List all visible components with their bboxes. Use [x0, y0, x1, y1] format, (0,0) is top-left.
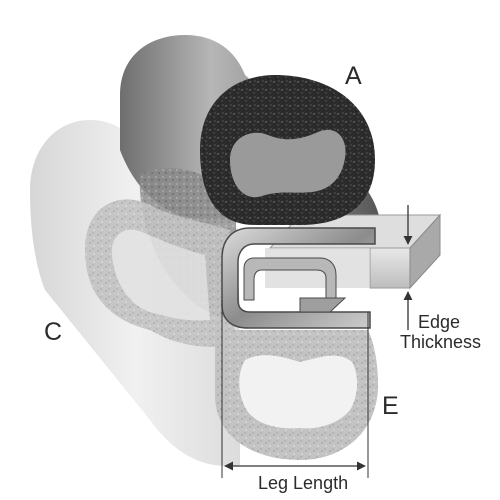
label-e: E	[382, 392, 399, 420]
label-thickness: Thickness	[400, 332, 482, 352]
leg-length-dimension	[221, 300, 369, 478]
lower-bulb-hollow	[239, 355, 358, 429]
label-c: C	[44, 318, 63, 346]
dark-bulb-hollow	[230, 129, 346, 198]
metal-u-clip	[221, 227, 376, 329]
label-a: A	[345, 62, 362, 90]
panel-edge	[265, 213, 442, 290]
lower-sponge-bulb	[215, 330, 378, 460]
label-edge: Edge	[418, 312, 461, 332]
label-leg-length: Leg Length	[258, 473, 349, 493]
light-sponge-bulb-back	[85, 199, 235, 347]
dark-sponge-bulb	[200, 75, 375, 225]
